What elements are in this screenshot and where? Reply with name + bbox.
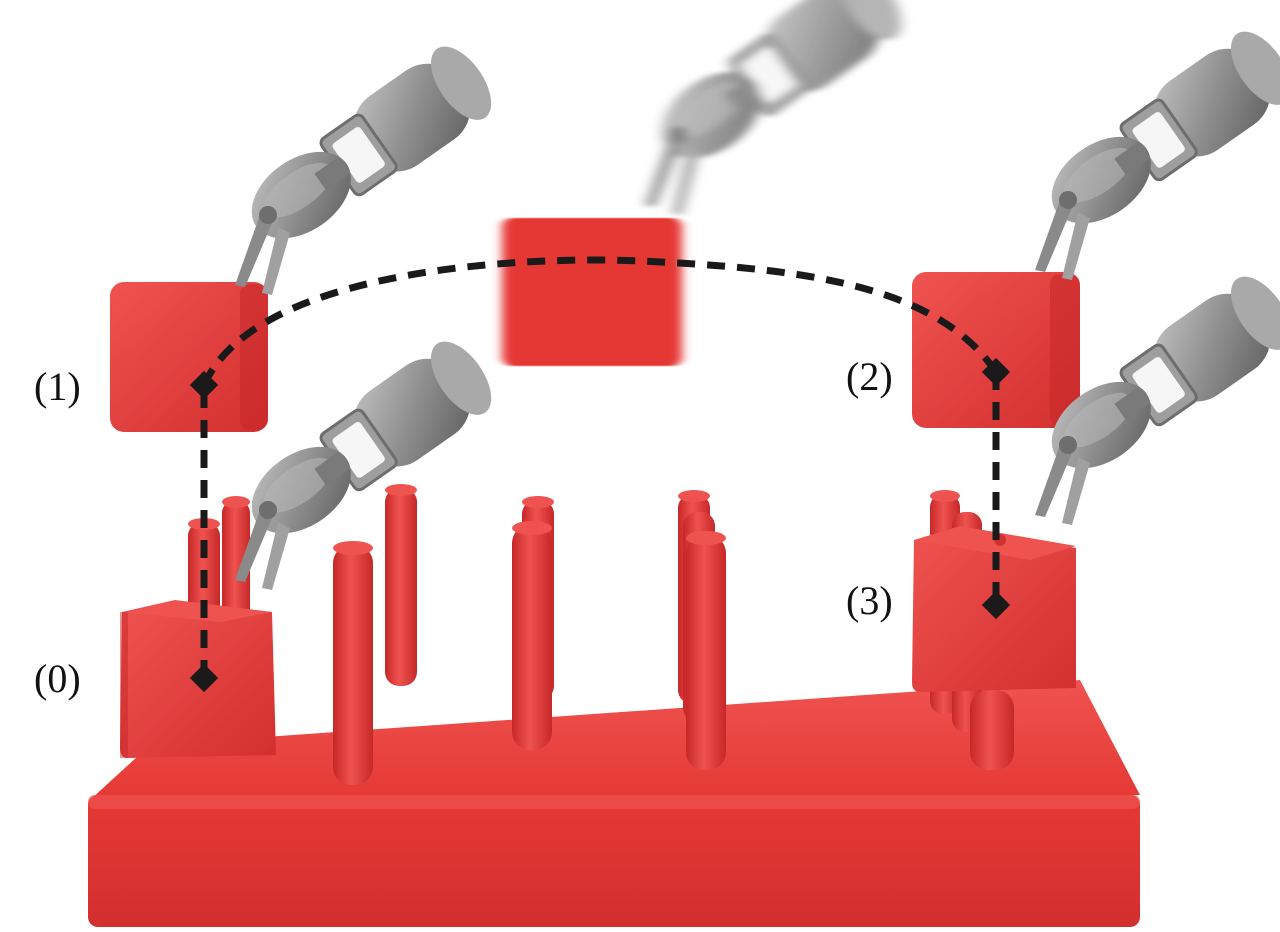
label-step-1: (1): [34, 364, 81, 409]
diamond-icon: [981, 590, 1011, 620]
gripper-step-1: [230, 34, 505, 297]
block-step-2: [912, 272, 1080, 428]
diamond-icon: [189, 663, 219, 693]
block-in-transit: [502, 218, 682, 366]
peg: [686, 535, 726, 770]
block-step-1: [110, 282, 268, 432]
label-step-2: (2): [846, 354, 893, 399]
gripper-step-2: [1030, 19, 1280, 282]
trajectory-path: [200, 256, 1000, 678]
peg: [385, 488, 417, 686]
peg: [333, 545, 373, 785]
peg: [970, 690, 1014, 770]
label-step-3: (3): [846, 578, 893, 623]
gripper-in-transit: [640, 0, 915, 217]
peg: [512, 525, 552, 750]
label-step-0: (0): [34, 656, 81, 701]
waypoints: [189, 357, 1011, 693]
diamond-icon: [981, 357, 1011, 387]
